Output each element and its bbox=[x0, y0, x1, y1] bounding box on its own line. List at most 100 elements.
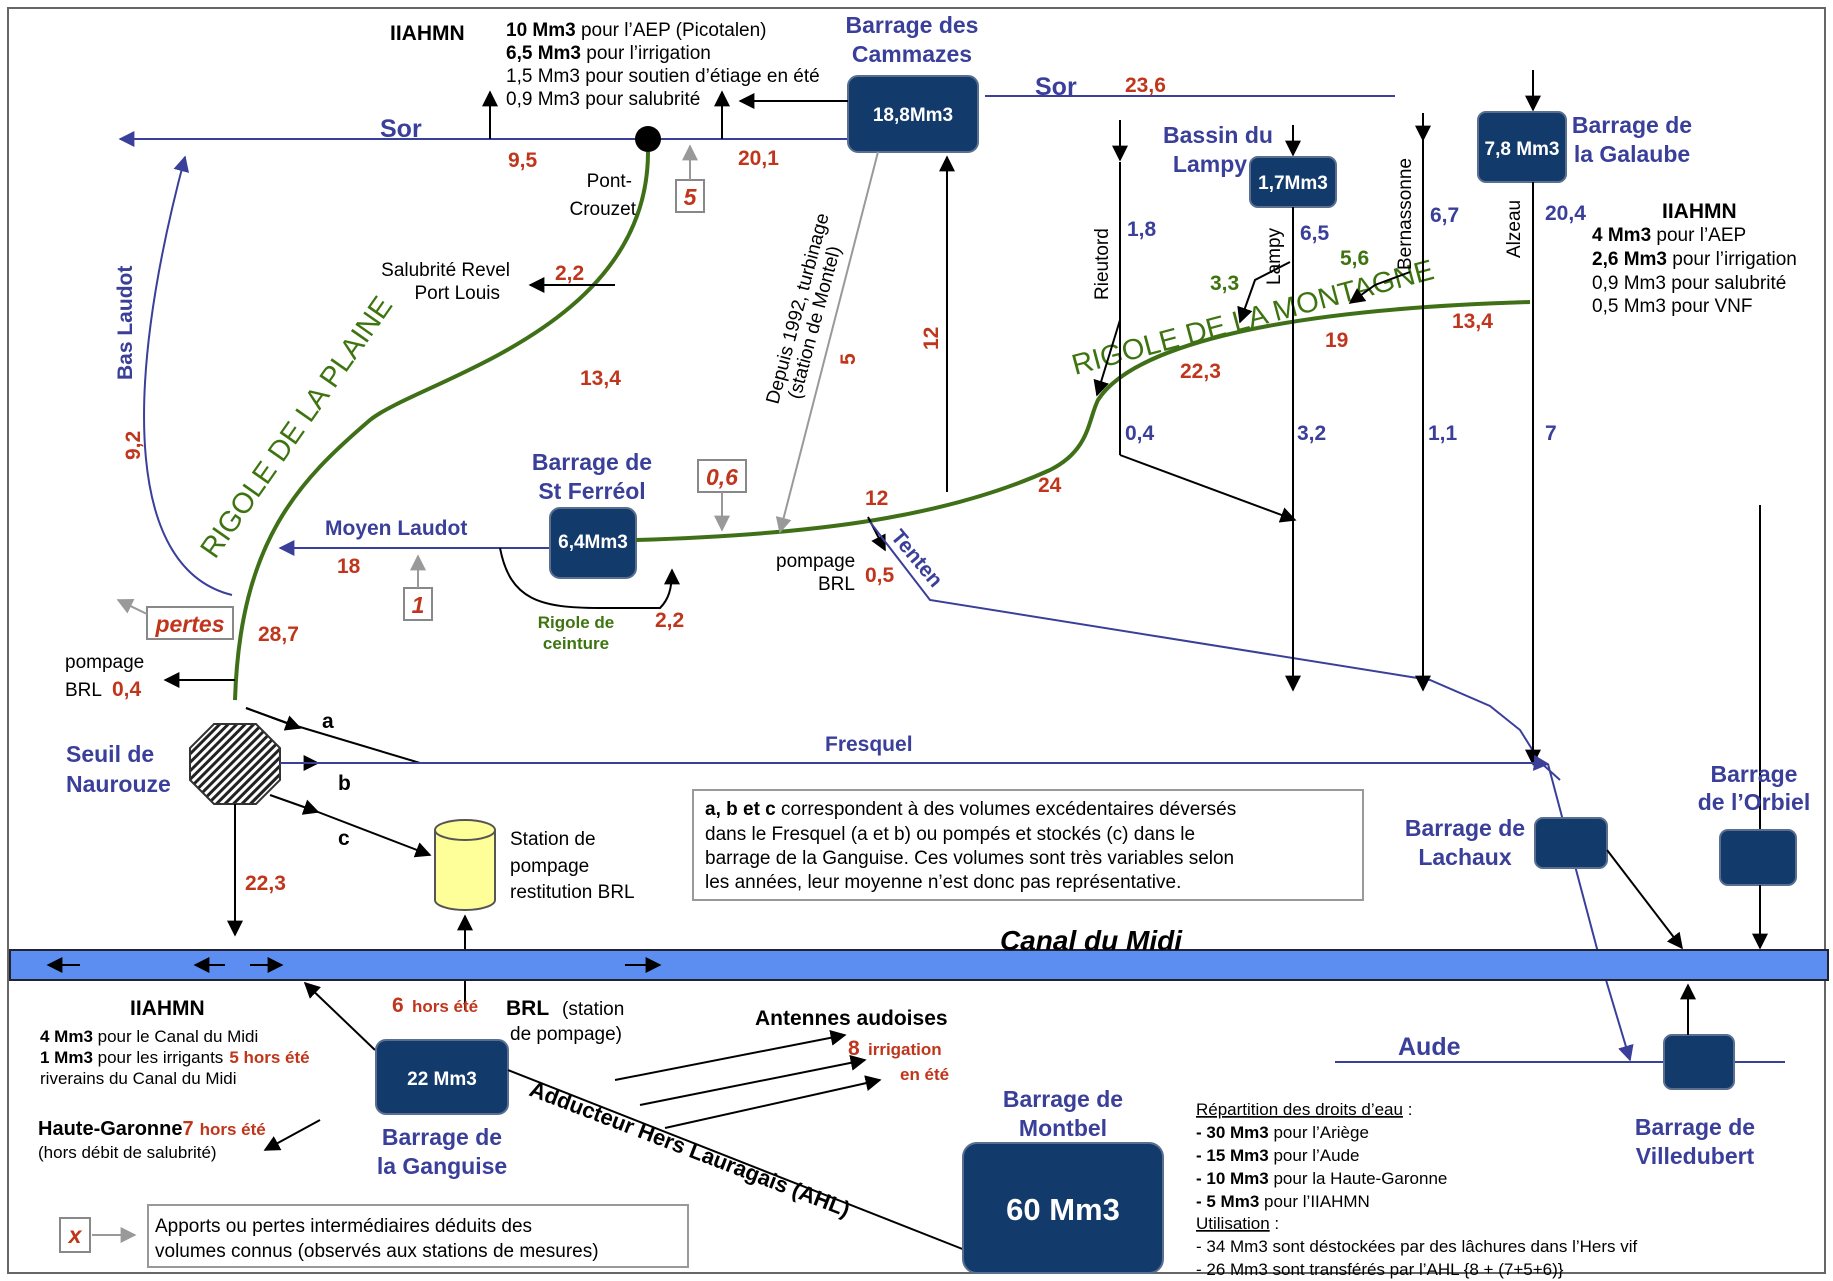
svg-text:IIAHMN: IIAHMN bbox=[130, 997, 205, 1020]
svg-text:St Ferréol: St Ferréol bbox=[538, 478, 645, 504]
svg-text:Barrage de: Barrage de bbox=[1635, 1114, 1755, 1140]
svg-text:- 5 Mm3 pour l’IIAHMN: - 5 Mm3 pour l’IIAHMN bbox=[1196, 1192, 1370, 1211]
svg-text:22,3: 22,3 bbox=[1180, 360, 1221, 383]
value-92: 9,2 bbox=[122, 431, 145, 460]
svg-text:Alzeau: Alzeau bbox=[1504, 200, 1525, 258]
svg-text:ceinture: ceinture bbox=[543, 634, 609, 653]
canal-du-midi: Canal du Midi bbox=[9, 925, 1829, 981]
dam-lampy: 1,7Mm3 Bassin du Lampy bbox=[1163, 122, 1337, 208]
svg-text:4 Mm3 pour l’AEP: 4 Mm3 pour l’AEP bbox=[1592, 225, 1746, 246]
svg-text:Utilisation :: Utilisation : bbox=[1196, 1214, 1279, 1233]
svg-text:irrigation: irrigation bbox=[868, 1040, 942, 1059]
value-33: 3,3 bbox=[1210, 272, 1239, 295]
svg-text:0,4: 0,4 bbox=[112, 678, 142, 701]
svg-text:Rieutord: Rieutord bbox=[1092, 228, 1113, 300]
iiahmn-right: IIAHMN 4 Mm3 pour l’AEP 2,6 Mm3 pour l’i… bbox=[1592, 200, 1797, 317]
svg-text:la Galaube: la Galaube bbox=[1574, 141, 1690, 167]
svg-text:- 10 Mm3 pour la Haute-Garonne: - 10 Mm3 pour la Haute-Garonne bbox=[1196, 1169, 1447, 1188]
svg-text:Station de: Station de bbox=[510, 829, 596, 850]
fresquel-to-aude bbox=[1547, 763, 1634, 1062]
frame bbox=[7, 7, 1826, 1274]
svg-text:6,4Mm3: 6,4Mm3 bbox=[558, 532, 628, 553]
intermediate-box-1 bbox=[403, 587, 433, 621]
svg-text:12: 12 bbox=[865, 487, 888, 510]
svg-text:0,9 Mm3 pour salubrité: 0,9 Mm3 pour salubrité bbox=[506, 89, 700, 110]
svg-text:IIAHMN: IIAHMN bbox=[390, 22, 465, 45]
value-18: 18 bbox=[337, 555, 361, 578]
value-95: 9,5 bbox=[508, 149, 538, 172]
cammazes-name-2: Cammazes bbox=[852, 41, 972, 67]
cammazes-volume: 18,8Mm3 bbox=[873, 105, 953, 126]
svg-text:c: c bbox=[338, 827, 350, 850]
cammazes-name-1: Barrage des bbox=[846, 12, 979, 38]
svg-text:3,2: 3,2 bbox=[1297, 422, 1326, 445]
dam-orbiel: Barrage de l’Orbiel bbox=[1698, 761, 1810, 886]
repartition: Répartition des droits d’eau : - 30 Mm3 … bbox=[1196, 1100, 1638, 1279]
svg-text:Barrage de: Barrage de bbox=[382, 1124, 502, 1150]
svg-text:60 Mm3: 60 Mm3 bbox=[1006, 1192, 1120, 1227]
svg-text:5: 5 bbox=[684, 184, 698, 210]
pont-crouzet-node bbox=[635, 126, 661, 152]
svg-text:Rigole de: Rigole de bbox=[538, 613, 615, 632]
svg-text:a, b et c correspondent à des: a, b et c correspondent à des volumes ex… bbox=[705, 799, 1236, 820]
svg-text:Barrage de: Barrage de bbox=[1405, 815, 1525, 841]
bas-laudot-label: Bas Laudot bbox=[114, 266, 137, 380]
svg-text:restitution BRL: restitution BRL bbox=[510, 882, 635, 903]
svg-text:5: 5 bbox=[837, 353, 860, 365]
svg-text:Répartition des droits d’eau :: Répartition des droits d’eau : bbox=[1196, 1100, 1412, 1119]
rigole-montagne-label: RIGOLE DE LA MONTAGNE bbox=[1069, 254, 1438, 382]
svg-text:7: 7 bbox=[1545, 422, 1557, 445]
dam-lachaux: Barrage de Lachaux bbox=[1405, 815, 1608, 870]
fresquel-label: Fresquel bbox=[825, 733, 913, 756]
dam-villedubert: Barrage de Villedubert bbox=[1635, 1034, 1755, 1169]
tenten-path bbox=[869, 521, 1561, 781]
intermediate-box-06 bbox=[697, 459, 747, 493]
dam-stferreol: 6,4Mm3 Barrage de St Ferréol bbox=[532, 449, 652, 579]
svg-text:22 Mm3: 22 Mm3 bbox=[407, 1069, 477, 1090]
svg-text:4 Mm3 pour le Canal du Midi: 4 Mm3 pour le Canal du Midi bbox=[40, 1027, 258, 1046]
svg-text:6: 6 bbox=[392, 994, 404, 1017]
pertes-box bbox=[146, 606, 234, 640]
svg-text:Villedubert: Villedubert bbox=[1636, 1143, 1755, 1169]
svg-text:13,4: 13,4 bbox=[1452, 310, 1493, 333]
dam-ganguise: 22 Mm3 Barrage de la Ganguise bbox=[375, 1039, 509, 1179]
svg-text:1,5 Mm3 pour soutien d’étiage: 1,5 Mm3 pour soutien d’étiage en été bbox=[506, 66, 820, 87]
sor-river: Sor Sor 23,6 bbox=[118, 73, 1395, 147]
svg-text:1: 1 bbox=[412, 592, 425, 618]
svg-text:24: 24 bbox=[1038, 474, 1062, 497]
svg-text:Lampy: Lampy bbox=[1173, 151, 1247, 177]
svg-text:6,5: 6,5 bbox=[1300, 222, 1330, 245]
svg-text:pompage: pompage bbox=[776, 551, 855, 572]
svg-text:en été: en été bbox=[900, 1065, 949, 1084]
pont-crouzet-1: Pont- bbox=[587, 171, 632, 192]
svg-text:0,5 Mm3 pour VNF: 0,5 Mm3 pour VNF bbox=[1592, 296, 1753, 317]
svg-text:(hors débit de salubrité): (hors débit de salubrité) bbox=[38, 1143, 217, 1162]
svg-text:19: 19 bbox=[1325, 329, 1348, 352]
legend: x Apports ou pertes intermédiaires dédui… bbox=[59, 1204, 689, 1268]
svg-text:- 15 Mm3 pour l’Aude: - 15 Mm3 pour l’Aude bbox=[1196, 1146, 1359, 1165]
value-22: 2,2 bbox=[555, 262, 584, 285]
seuil-naurouze bbox=[189, 723, 281, 805]
svg-text:BRL: BRL bbox=[818, 574, 855, 595]
svg-text:2,2: 2,2 bbox=[655, 609, 684, 632]
bas-laudot-path bbox=[143, 155, 233, 596]
svg-text:2,6 Mm3 pour l’irrigation: 2,6 Mm3 pour l’irrigation bbox=[1592, 249, 1797, 270]
svg-text:12: 12 bbox=[920, 327, 943, 350]
rigole-montagne-path bbox=[635, 300, 1531, 542]
svg-text:pompage: pompage bbox=[510, 856, 589, 877]
svg-text:Canal du Midi: Canal du Midi bbox=[1000, 925, 1183, 956]
svg-text:1,8: 1,8 bbox=[1127, 218, 1157, 241]
sor-label-right: Sor bbox=[1035, 73, 1077, 101]
note-box: a, b et c correspondent à des volumes ex… bbox=[692, 789, 1364, 901]
svg-text:Naurouze: Naurouze bbox=[66, 771, 171, 797]
svg-text:la Ganguise: la Ganguise bbox=[377, 1153, 507, 1179]
svg-text:Salubrité Revel: Salubrité Revel bbox=[381, 260, 510, 281]
svg-text:riverains du Canal du Midi: riverains du Canal du Midi bbox=[40, 1069, 237, 1088]
ahl-label: Adducteur Hers Lauragais (AHL) bbox=[526, 1076, 853, 1222]
svg-text:Bassin du: Bassin du bbox=[1163, 122, 1273, 148]
svg-text:de l’Orbiel: de l’Orbiel bbox=[1698, 789, 1810, 815]
value-56: 5,6 bbox=[1340, 247, 1369, 270]
